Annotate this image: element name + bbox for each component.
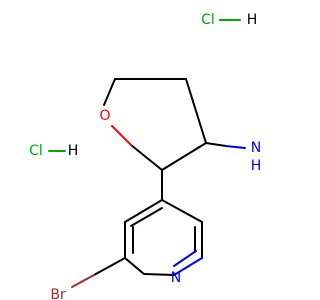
pyridine-double-bond-top-inner — [130, 207, 163, 227]
hcl-top-chlorine: Cl — [201, 12, 215, 28]
pyridine-bond-n-c — [143, 273, 175, 276]
pyridine-nitrogen-label: N — [171, 270, 181, 286]
ring-bond-c-o-black — [130, 144, 163, 171]
bromine-bond-brown — [71, 274, 95, 288]
ring-bond-o-c-left — [103, 78, 116, 106]
amine-nitrogen-label: N — [251, 140, 261, 156]
pyridine-bond-c-c-left-top — [124, 199, 163, 223]
pyridine-bond-c-c-right-top — [161, 199, 203, 223]
amine-hydrogen-label: H — [251, 158, 262, 174]
molecule-diagram: Cl H Cl H O N H N — [29, 12, 262, 300]
ring-bond-c-o-red — [111, 125, 132, 146]
bromine-bond-black — [93, 257, 126, 276]
amine-bond-black — [205, 142, 227, 147]
bromine-label: Br — [50, 287, 66, 300]
pyridine-bond-c-n — [173, 257, 203, 276]
amine-bond-blue — [225, 145, 246, 149]
pyridine-bond-c-c-bottom-left — [124, 257, 145, 275]
hcl-top-hydrogen: H — [247, 12, 258, 28]
ring-bond-c-c-right — [185, 78, 207, 144]
ring-bond-c-c-lower — [161, 142, 207, 171]
oxygen-atom-label: O — [99, 108, 110, 124]
hcl-left-hydrogen: H — [68, 143, 79, 159]
molecule-structure: Cl H Cl H O N H N — [29, 12, 262, 300]
hcl-left-chlorine: Cl — [29, 143, 43, 159]
pyridine-double-bond-cn-inner — [173, 250, 197, 267]
